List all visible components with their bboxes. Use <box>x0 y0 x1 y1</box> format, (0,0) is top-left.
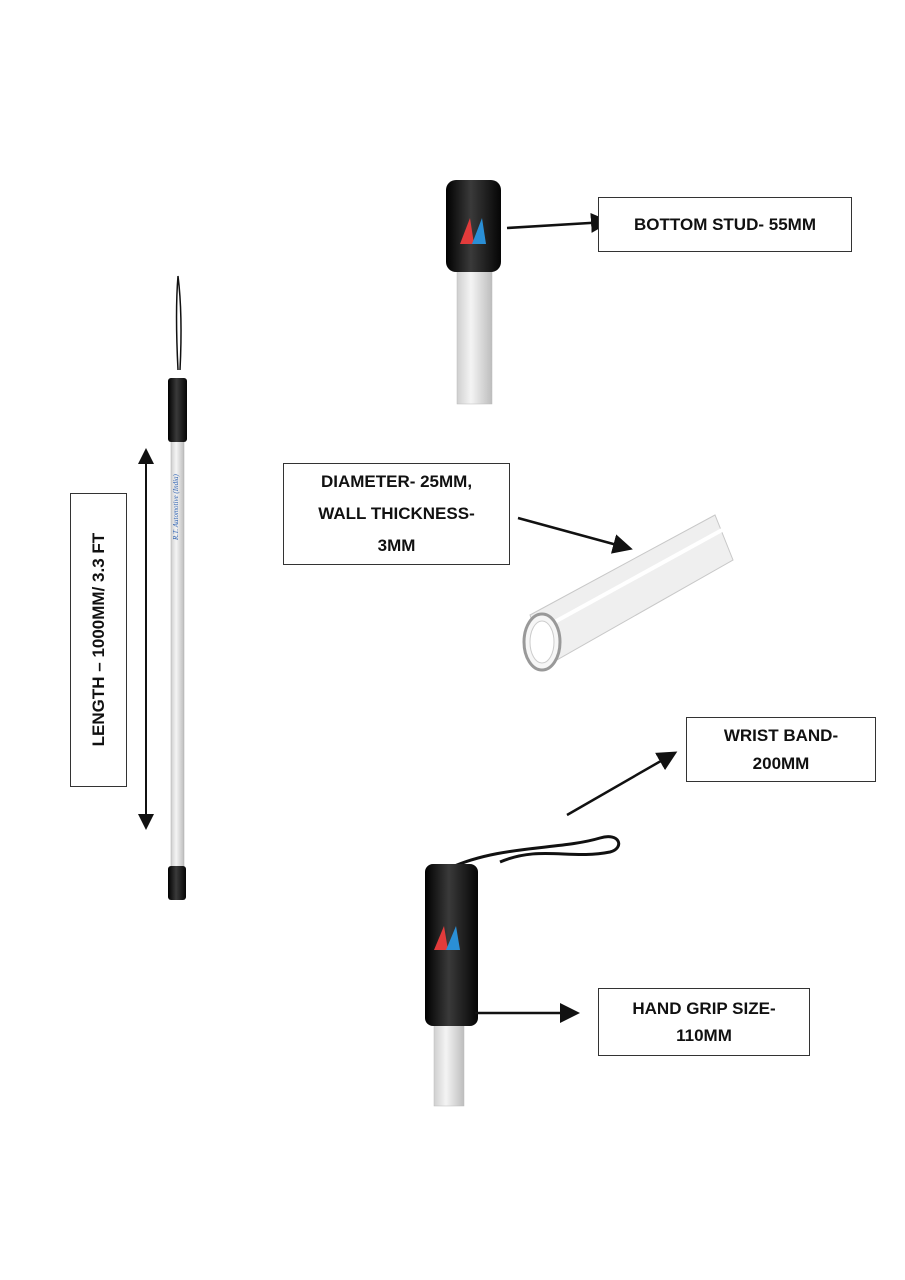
hand-grip-text: HAND GRIP SIZE- <box>632 998 776 1018</box>
diameter-label: DIAMETER- 25MM, WALL THICKNESS- 3MM <box>283 463 510 565</box>
length-label: LENGTH – 1000MM/ 3.3 FT <box>70 493 127 787</box>
bottom-stud-closeup <box>446 180 501 405</box>
diameter-arrow <box>517 516 633 554</box>
wrist-band-label: WRIST BAND- 200MM <box>686 717 876 782</box>
bottom-stud-label: BOTTOM STUD- 55MM <box>598 197 852 252</box>
diameter-text: DIAMETER- 25MM, <box>320 471 473 491</box>
stud-icon <box>168 866 186 900</box>
full-pole: R.T. Automotive (India) <box>168 275 187 900</box>
hand-grip-closeup <box>425 835 621 1107</box>
wrist-band-text: WRIST BAND- <box>723 726 839 746</box>
bottom-stud-text: BOTTOM STUD- 55MM <box>634 214 816 234</box>
wrist-strap-icon <box>175 275 182 371</box>
svg-text:R.T. Automotive (India): R.T. Automotive (India) <box>172 473 180 541</box>
wrist-band-arrow <box>566 751 678 817</box>
wall-thickness-value: 3MM <box>377 536 416 556</box>
length-text: LENGTH – 1000MM/ 3.3 FT <box>88 533 108 747</box>
tube-cross-section <box>522 514 734 672</box>
wrist-band-icon <box>449 835 621 870</box>
hand-grip-label: HAND GRIP SIZE- 110MM <box>598 988 810 1056</box>
wall-thickness-text: WALL THICKNESS- <box>318 503 475 523</box>
bottom-stud-arrow <box>506 212 611 233</box>
hand-grip-value: 110MM <box>676 1026 732 1045</box>
grip-icon <box>168 378 187 442</box>
wrist-band-value: 200MM <box>752 753 810 773</box>
